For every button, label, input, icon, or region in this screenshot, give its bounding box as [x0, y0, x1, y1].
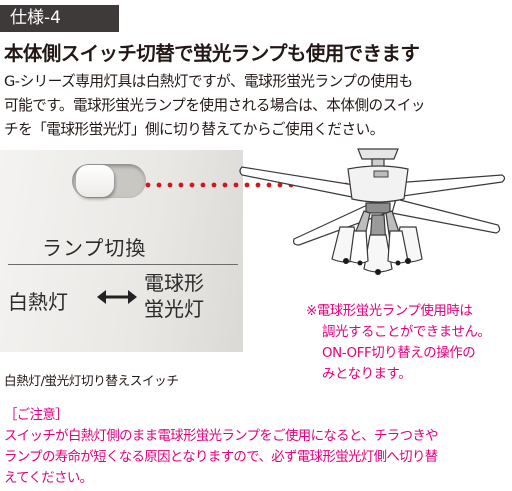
ceiling-fan-illustration [239, 148, 506, 275]
caution-block: ［ご注意］ スイッチが白熱灯側のまま電球形蛍光ランプをご使用になると、チラつきや… [4, 405, 510, 489]
caution-line: ランプの寿命が短くなる原因となりますので、必ず電球形蛍光灯側へ切り替 [4, 450, 438, 465]
photo-divider-line [8, 264, 238, 265]
caution-heading: ［ご注意］ [4, 408, 69, 423]
note-line: 調光することができません。 [322, 325, 491, 340]
caution-line: スイッチが白熱灯側のまま電球形蛍光ランプをご使用になると、チラつきや [4, 429, 439, 444]
cfl-label: 電球形 蛍光灯 [144, 270, 204, 322]
switch-knob [76, 165, 114, 197]
note-line: ON-OFF切り替えの操作の [322, 346, 476, 361]
intro-paragraph: G-シリーズ専用灯具は白熱灯ですが、電球形蛍光ランプの使用も 可能です。電球形蛍… [4, 70, 510, 142]
section-badge-label: 仕様-4 [10, 8, 61, 28]
note-line: みとなります。 [322, 367, 412, 382]
intro-line: G-シリーズ専用灯具は白熱灯ですが、電球形蛍光ランプの使用も [4, 73, 413, 90]
intro-line: チを「電球形蛍光灯」側に切り替えてからご使用ください。 [4, 121, 384, 138]
intro-line: 可能です。電球形蛍光ランプを使用される場合は、本体側のスイッ [4, 97, 425, 114]
cfl-label-line: 蛍光灯 [144, 297, 204, 321]
note-line: ※電球形蛍光ランプ使用時は [306, 304, 473, 319]
incandescent-label: 白熱灯 [8, 290, 68, 314]
dimming-note: ※電球形蛍光ランプ使用時は 調光することができません。 ON-OFF切り替えの操… [306, 301, 491, 385]
cfl-label-line: 電球形 [144, 271, 204, 295]
headline: 本体側スイッチ切替で蛍光ランプも使用できます [4, 42, 420, 65]
photo-caption: 白熱灯/蛍光灯切り替えスイッチ [4, 373, 179, 388]
lamp-switch-label: ランプ切換 [42, 236, 147, 260]
double-arrow-icon [97, 290, 137, 304]
caution-line: えてください。 [4, 471, 93, 486]
section-badge: 仕様-4 [0, 5, 119, 32]
